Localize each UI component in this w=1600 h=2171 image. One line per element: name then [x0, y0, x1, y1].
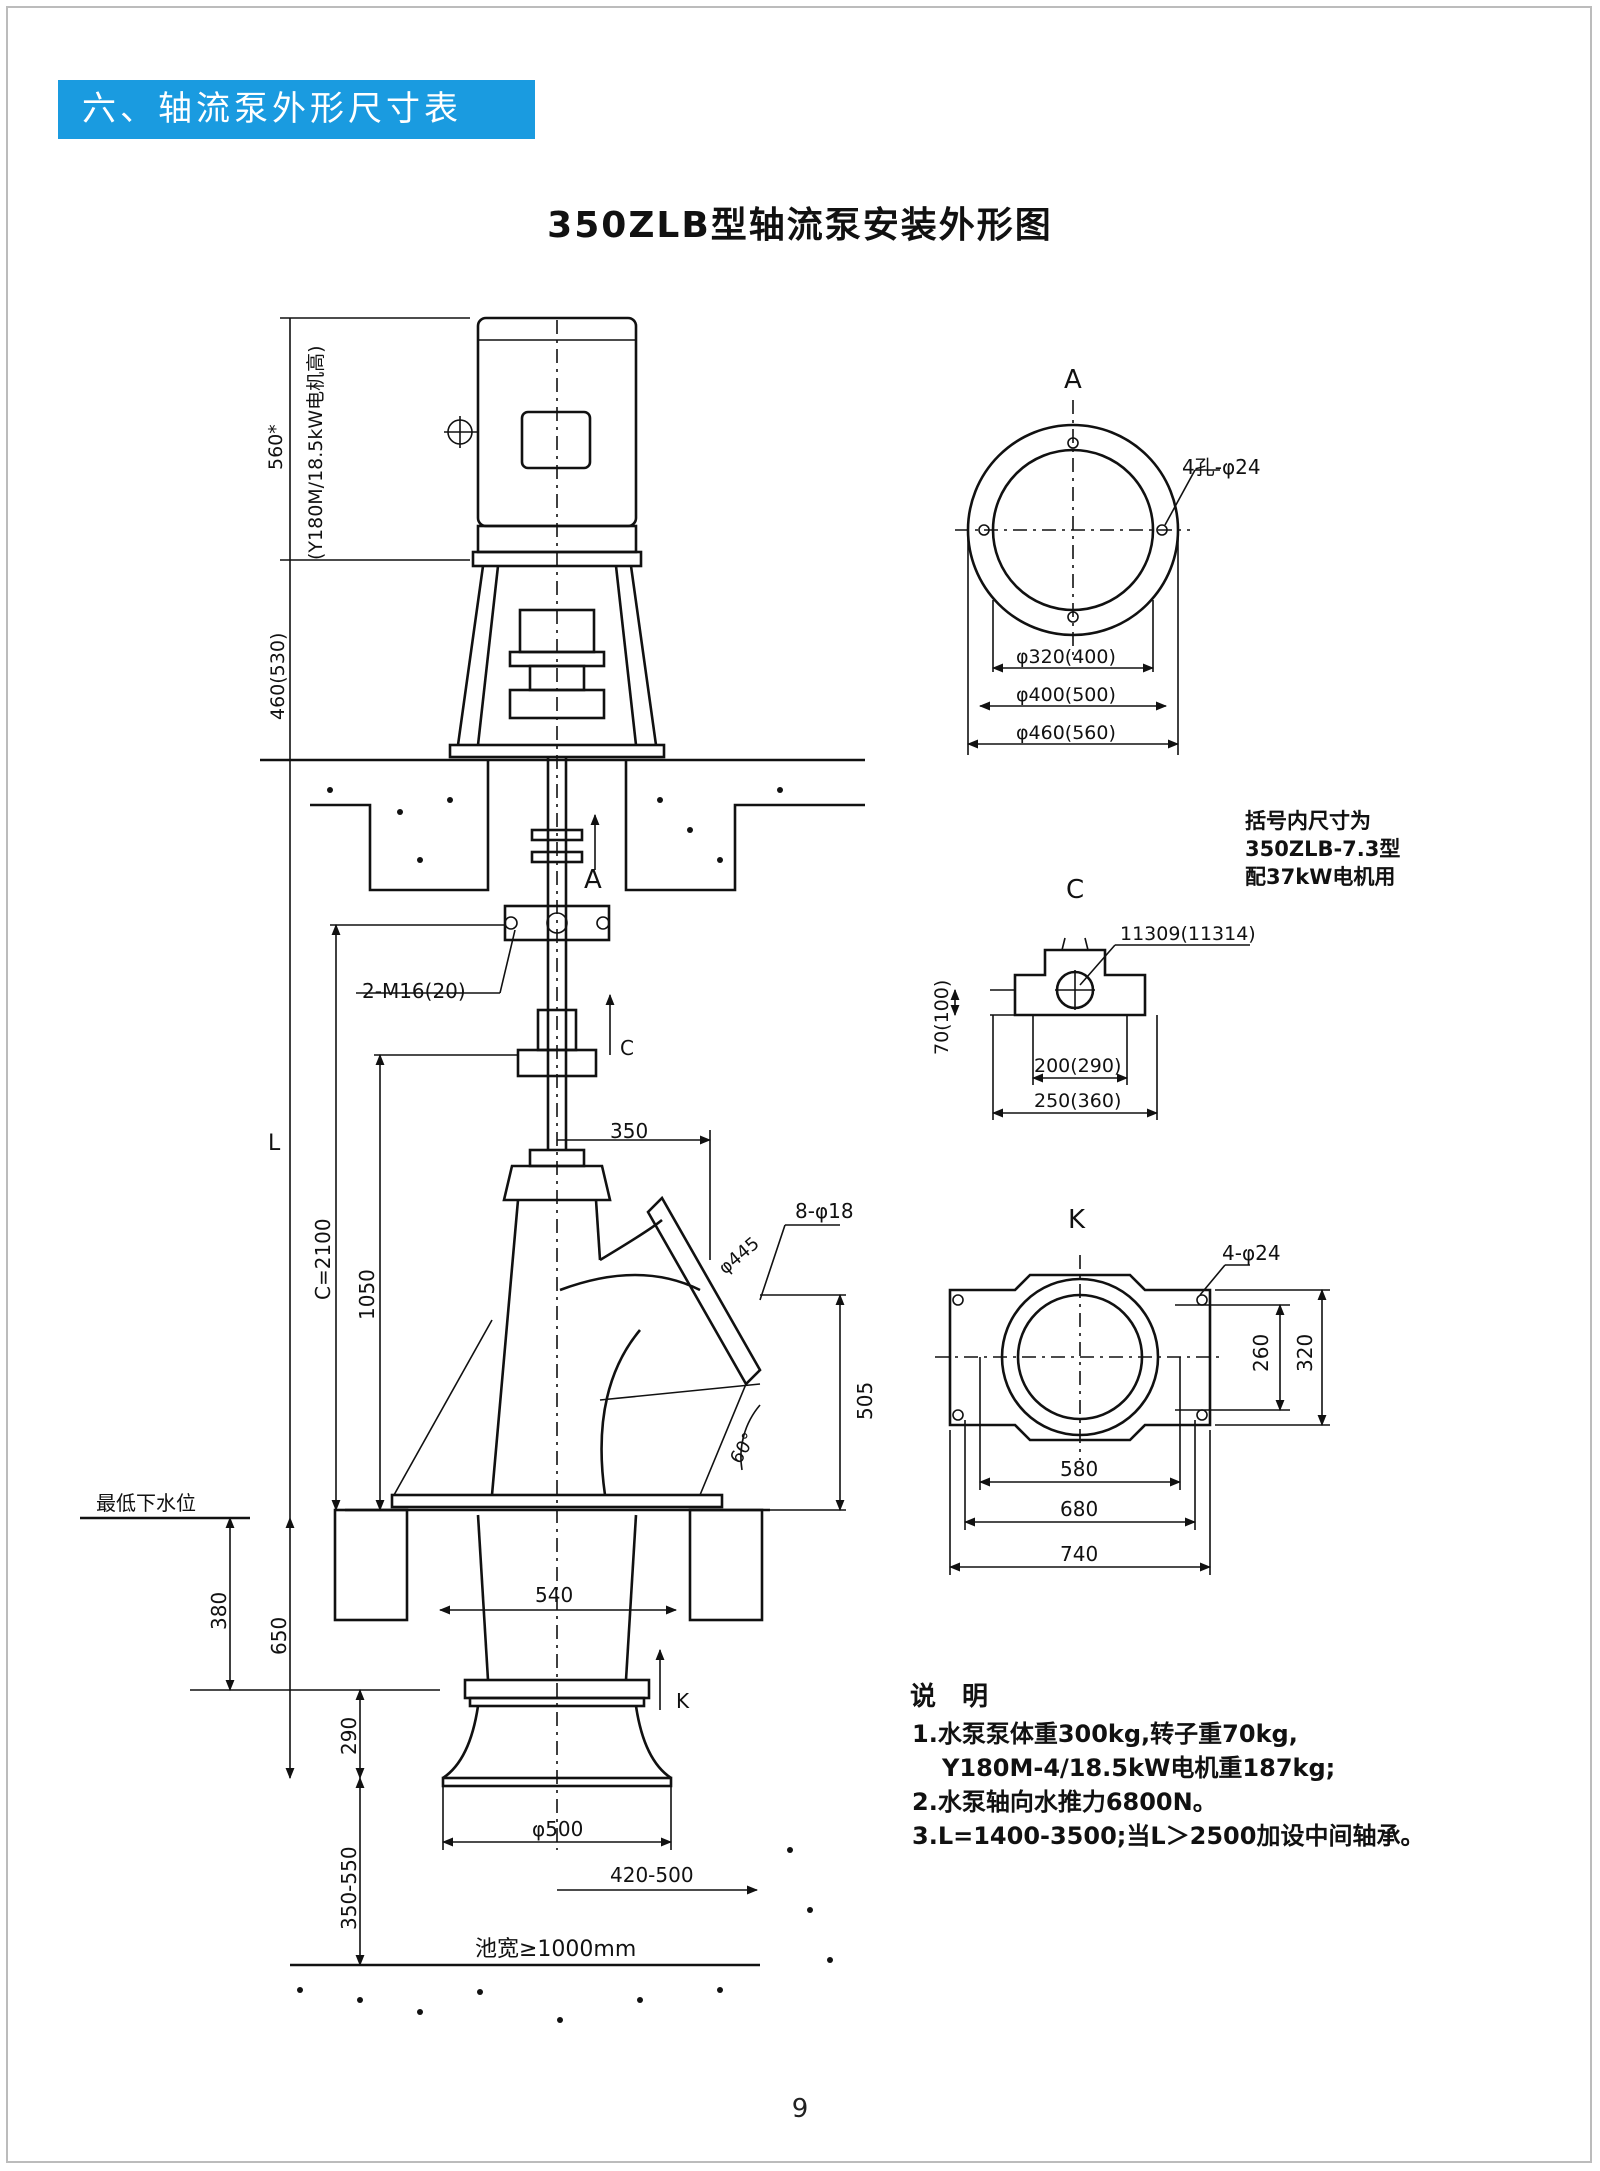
label-2M16: 2-M16(20): [362, 979, 466, 1003]
notes-line2: Y180M-4/18.5kW电机重187kg;: [941, 1754, 1335, 1782]
view-c-height: 70(100): [931, 980, 953, 1055]
view-k-w3: 740: [1060, 1542, 1098, 1566]
drawing-title: 350ZLB型轴流泵安装外形图: [547, 205, 1053, 246]
notes-line3: 2.水泵轴向水推力6800N。: [912, 1788, 1217, 1816]
view-k-h1: 260: [1249, 1334, 1273, 1372]
suction-bell: [333, 1508, 770, 1788]
dim-C: C=2100: [311, 1218, 335, 1300]
dim-350: 350: [610, 1119, 648, 1143]
notes-line1: 1.水泵泵体重300kg,转子重70kg,: [912, 1720, 1298, 1748]
dim-505: 505: [853, 1382, 877, 1420]
water-level: [80, 1516, 833, 2023]
bracket-note-line3: 配37kW电机用: [1245, 865, 1395, 889]
view-c-w2: 250(360): [1034, 1090, 1121, 1112]
view-a-holes: 4孔-φ24: [1182, 455, 1261, 479]
view-k-holes: 4-φ24: [1222, 1241, 1281, 1265]
view-a-d3: φ460(560): [1016, 722, 1116, 744]
dim-L: L: [268, 1131, 281, 1156]
view-k-w1: 580: [1060, 1457, 1098, 1481]
view-a-d1: φ320(400): [1016, 646, 1116, 668]
dim-650: 650: [267, 1617, 291, 1655]
main-elevation-view: [80, 316, 865, 2023]
motor: [444, 316, 643, 568]
floor-foundation: [260, 758, 865, 892]
bracket-note-line1: 括号内尺寸为: [1245, 809, 1371, 833]
motor-stand: [448, 565, 666, 759]
bracket-note-line2: 350ZLB-7.3型: [1245, 837, 1400, 861]
dim-phi445: φ445: [715, 1233, 764, 1279]
label-K: K: [676, 1689, 690, 1713]
view-c-title: C: [1066, 875, 1084, 905]
pump-body: [390, 1164, 762, 1509]
notes-line4: 3.L=1400-3500;当L＞2500加设中间轴承。: [912, 1822, 1424, 1850]
dim-motor-height: 560*: [265, 424, 287, 470]
view-c-bearing: 11309(11314): [1120, 923, 1256, 945]
dim-420-500: 420-500: [610, 1863, 694, 1887]
dim-phi500: φ500: [532, 1817, 583, 1841]
view-c-w1: 200(290): [1034, 1055, 1121, 1077]
section-header: 六、轴流泵外形尺寸表: [58, 80, 535, 139]
dim-1050: 1050: [355, 1269, 379, 1320]
notes-title: 说 明: [910, 1682, 988, 1712]
view-a-title: A: [1064, 365, 1082, 395]
dim-60deg: 60°: [726, 1429, 760, 1467]
view-k-title: K: [1068, 1205, 1086, 1235]
pool-width: 池宽≥1000mm: [475, 1937, 636, 1962]
view-k-base-flange: [935, 1255, 1330, 1575]
view-a-d2: φ400(500): [1016, 684, 1116, 706]
dim-350-550: 350-550: [337, 1846, 361, 1930]
view-k-w2: 680: [1060, 1497, 1098, 1521]
view-a-flange: [955, 400, 1220, 755]
dim-motor-note: (Y180M/18.5kW电机高): [305, 345, 327, 560]
page-border: [6, 6, 1592, 2163]
dim-380: 380: [207, 1592, 231, 1630]
view-c-bearing-seat: [950, 937, 1250, 1120]
pump-shaft: [503, 320, 611, 1850]
dim-540: 540: [535, 1583, 573, 1607]
dim-stand-height: 460(530): [267, 633, 289, 720]
min-water-level: 最低下水位: [96, 1491, 196, 1515]
dimension-lines: [225, 317, 846, 1967]
dim-290: 290: [337, 1717, 361, 1755]
view-k-h2: 320: [1293, 1334, 1317, 1372]
dim-8phi18: 8-φ18: [795, 1199, 854, 1223]
label-A: A: [584, 865, 602, 895]
label-C: C: [620, 1036, 634, 1060]
page-number: 9: [791, 2094, 809, 2124]
